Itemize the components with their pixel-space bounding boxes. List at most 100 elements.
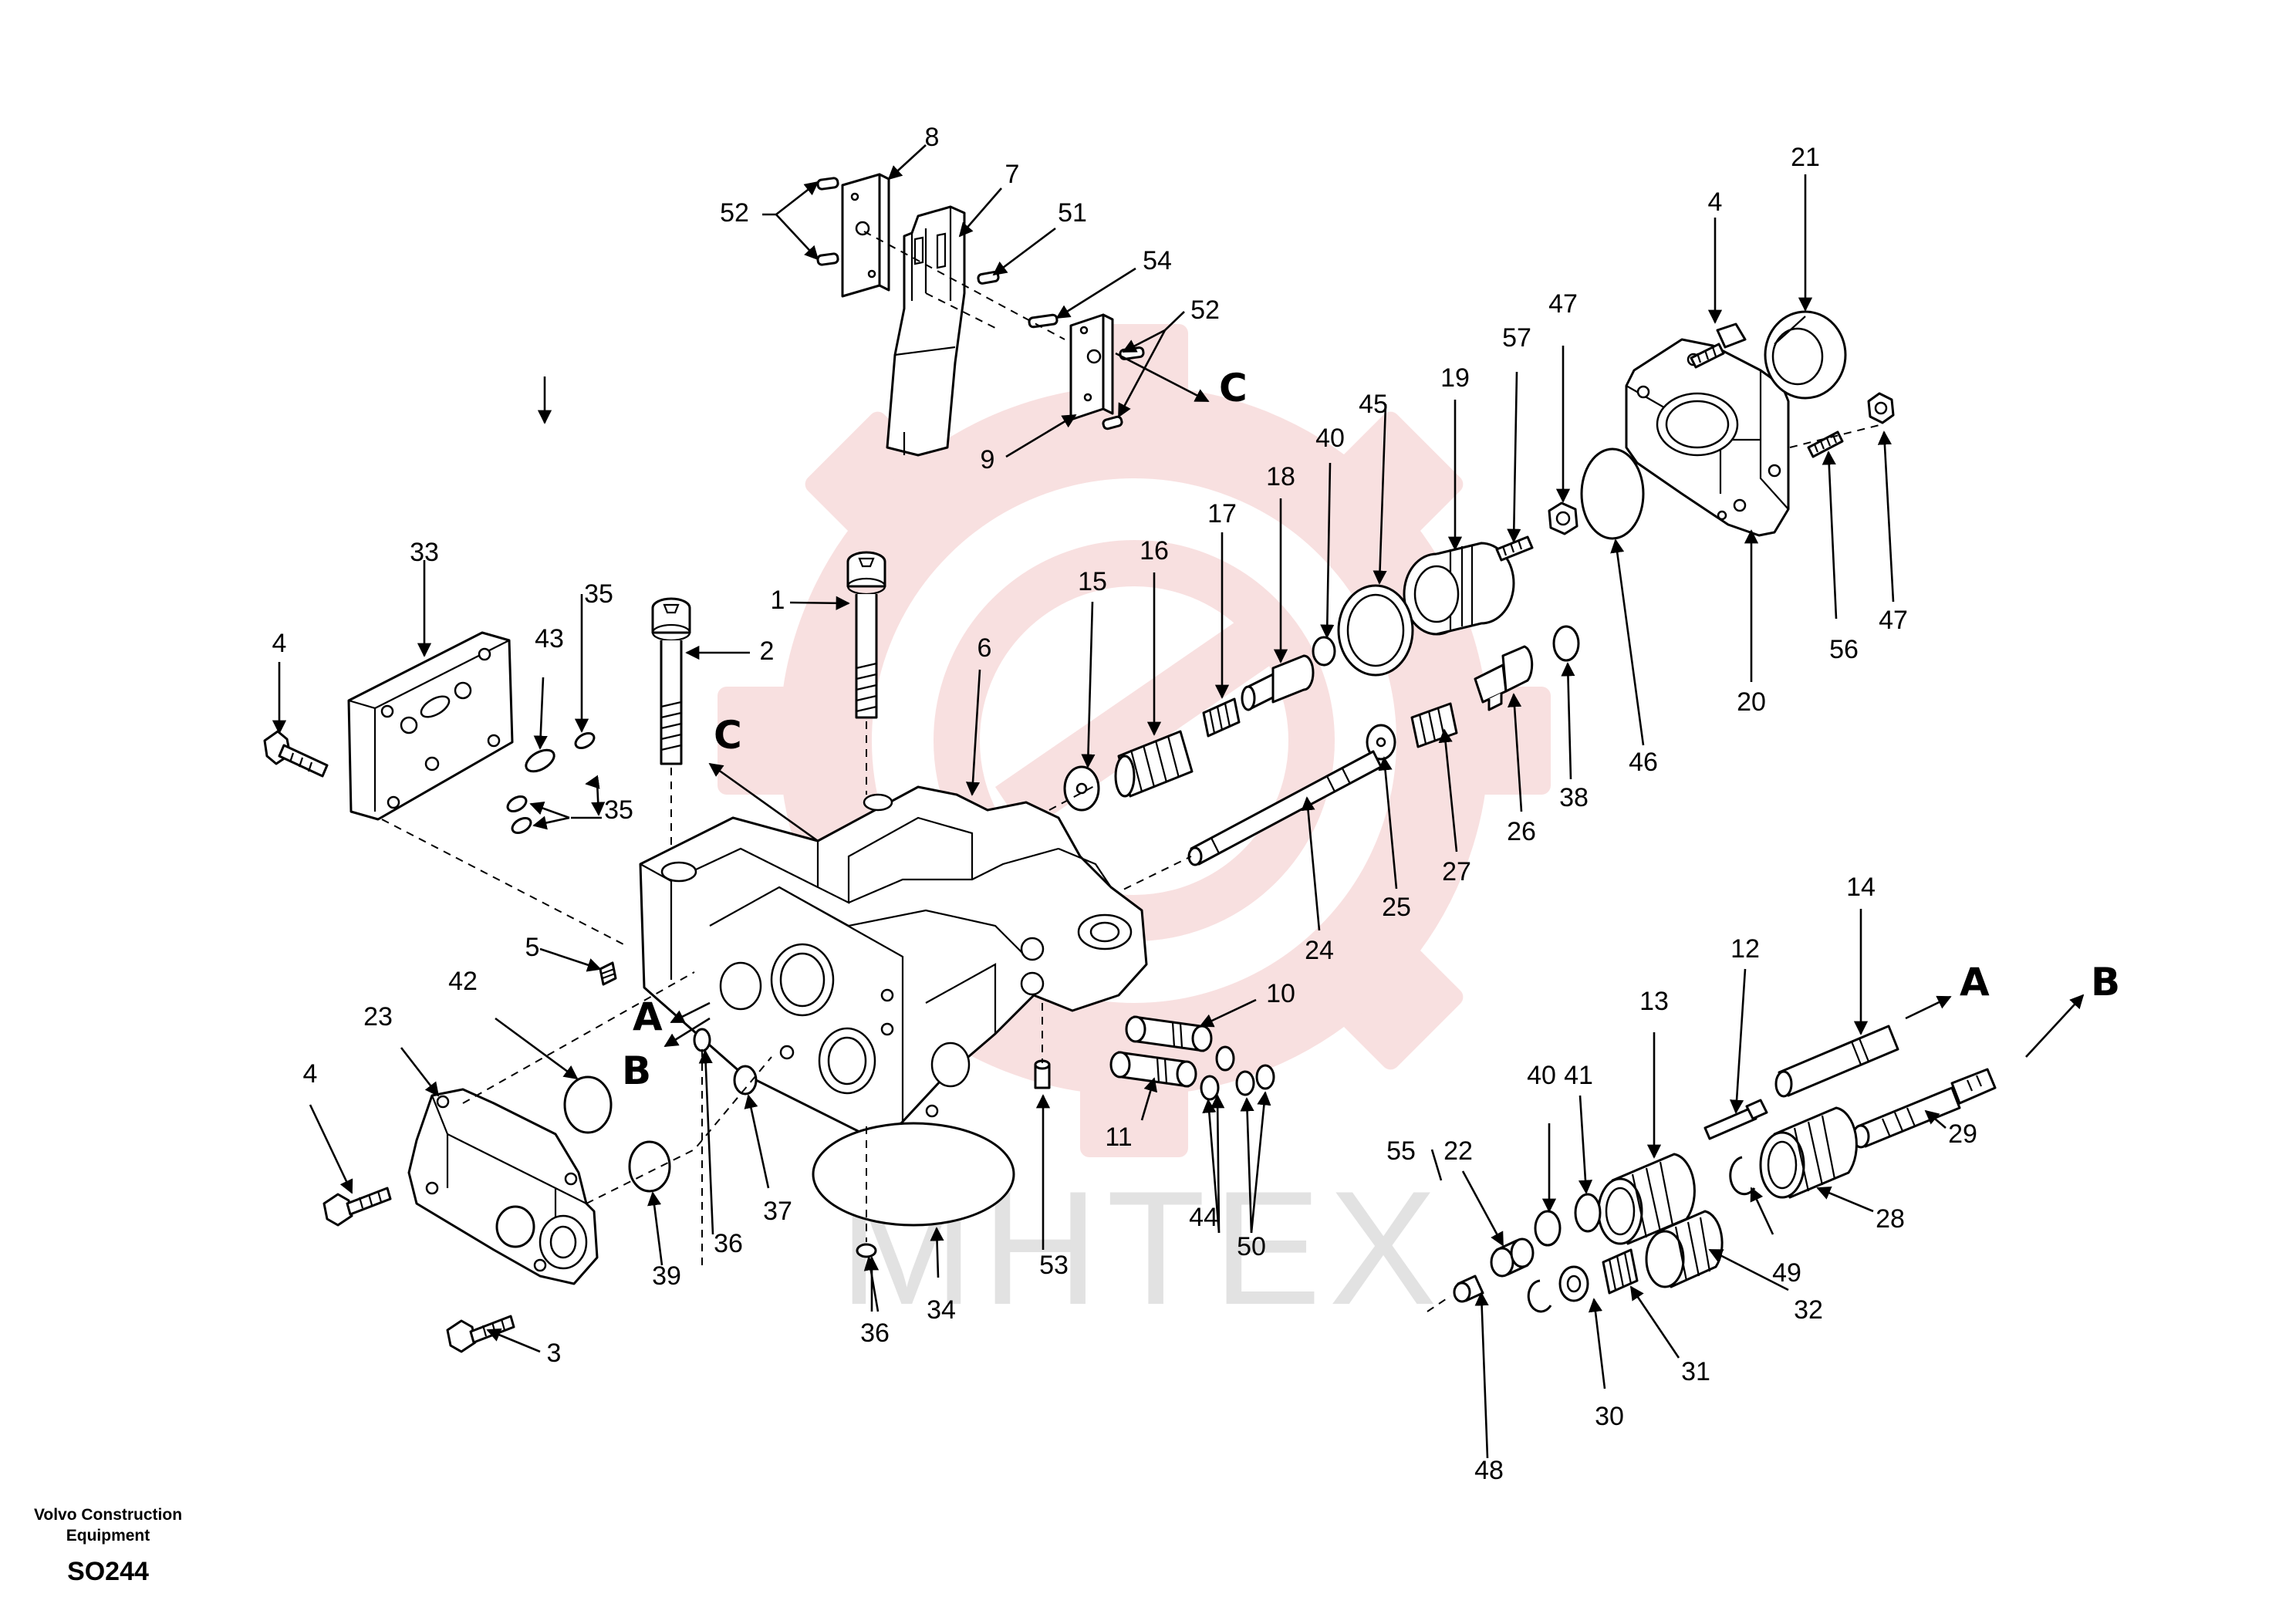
part-spool-14 [1774, 1025, 1899, 1098]
part-plate-8 [841, 173, 890, 298]
callout-23: 23 [363, 1002, 393, 1031]
callout-15: 15 [1078, 567, 1107, 596]
callout-35-top: 35 [584, 579, 613, 609]
callout-4-flange: 4 [1708, 187, 1723, 217]
part-snapring-49 [1729, 1156, 1756, 1196]
callout-21: 21 [1791, 143, 1820, 172]
callout-57: 57 [1502, 323, 1531, 353]
callout-32: 32 [1794, 1295, 1823, 1325]
callout-leaders [272, 144, 1947, 1459]
part-lever-7 [886, 205, 966, 457]
part-snapring-48 [1527, 1279, 1552, 1313]
callout-40-top: 40 [1315, 424, 1345, 453]
callout-49: 49 [1772, 1258, 1801, 1288]
callout-26: 26 [1507, 817, 1536, 846]
part-plug-19 [1403, 542, 1515, 636]
callout-4-cover: 4 [272, 629, 287, 658]
part-seat-15 [1063, 765, 1100, 812]
part-spool-29 [1852, 1068, 1997, 1149]
callout-25: 25 [1382, 893, 1411, 922]
callout-36-housing: 36 [714, 1229, 743, 1258]
part-nut-47a [1548, 501, 1578, 535]
callout-6: 6 [977, 633, 992, 663]
part-bolt-3 [446, 1315, 515, 1353]
callout-7: 7 [1005, 160, 1020, 189]
callout-56: 56 [1829, 635, 1859, 664]
footer-brand-line2: Equipment [66, 1527, 150, 1545]
callout-5: 5 [525, 933, 540, 962]
part-oring-40-bottom [1534, 1210, 1562, 1247]
callout-54: 54 [1143, 246, 1172, 275]
part-endcover-23 [407, 1088, 599, 1285]
callout-35-bottom: 35 [604, 795, 633, 825]
letter-b-left: B [622, 1048, 651, 1093]
part-bolt-1 [846, 551, 886, 719]
callout-38: 38 [1559, 783, 1589, 812]
callout-33: 33 [410, 538, 439, 567]
callout-45: 45 [1359, 390, 1388, 419]
part-bolt-4-cover [263, 730, 329, 778]
part-piston-26 [1474, 645, 1534, 711]
part-oring-40-top [1312, 636, 1336, 667]
part-pin-55 [1453, 1275, 1484, 1303]
letter-c-left: C [714, 713, 742, 758]
callout-8: 8 [925, 123, 940, 152]
callout-50: 50 [1237, 1232, 1266, 1261]
letter-b-right: B [2091, 960, 2120, 1004]
callout-52-right: 52 [1190, 295, 1220, 325]
part-seal-46 [1580, 447, 1645, 540]
callout-9: 9 [981, 445, 995, 474]
part-seal-45 [1337, 584, 1414, 677]
callout-37: 37 [763, 1197, 792, 1226]
part-piston-18 [1241, 654, 1315, 711]
part-spring-17 [1202, 697, 1241, 738]
letter-a-right: A [1960, 960, 1990, 1004]
callout-22: 22 [1443, 1136, 1473, 1166]
callout-18: 18 [1266, 462, 1295, 491]
footer-brand: Volvo Construction Equipment [23, 1504, 193, 1546]
footer-brand-line1: Volvo Construction [33, 1506, 183, 1524]
callout-4-endcover: 4 [303, 1059, 318, 1089]
callout-12: 12 [1730, 934, 1760, 964]
callout-39: 39 [652, 1261, 681, 1291]
callout-3: 3 [547, 1339, 562, 1368]
letter-a-left: A [633, 994, 663, 1039]
callout-2: 2 [760, 636, 775, 666]
part-plug-5 [599, 961, 617, 986]
callout-31: 31 [1681, 1357, 1710, 1386]
callout-10: 10 [1266, 979, 1295, 1008]
callout-53: 53 [1039, 1251, 1069, 1280]
part-pin-53 [1034, 1059, 1051, 1089]
letter-c-top: C [1219, 366, 1248, 410]
part-orings-44-50 [1200, 1045, 1275, 1101]
part-bolt-4-endcover [322, 1187, 392, 1227]
callout-47-top: 47 [1548, 289, 1578, 319]
part-bolt-2 [651, 597, 691, 765]
part-spring-13 [1597, 1153, 1696, 1245]
callout-11: 11 [1105, 1123, 1132, 1152]
part-orings-35-43 [506, 732, 596, 834]
callout-51: 51 [1058, 198, 1087, 228]
part-oring-42 [563, 1075, 613, 1134]
callout-41: 41 [1564, 1061, 1593, 1090]
callout-46: 46 [1629, 748, 1658, 777]
callout-27: 27 [1442, 857, 1471, 886]
callout-43: 43 [535, 624, 564, 653]
part-pin-54 [1028, 313, 1059, 329]
callout-1: 1 [771, 586, 785, 615]
part-seal-34 [812, 1122, 1015, 1227]
part-spring-16 [1114, 730, 1194, 798]
part-oring-38 [1552, 625, 1580, 662]
callout-29: 29 [1948, 1119, 1977, 1149]
diagram-code: SO244 [67, 1557, 149, 1586]
part-rod-12 [1703, 1099, 1768, 1140]
callout-17: 17 [1207, 499, 1237, 528]
part-pins-11-10 [1109, 1015, 1213, 1088]
part-nut-47b [1867, 392, 1895, 424]
part-plate-9 [1069, 313, 1114, 421]
part-oring-41 [1574, 1193, 1602, 1233]
part-spring-31 [1602, 1248, 1639, 1295]
part-spring-28 [1759, 1106, 1858, 1199]
